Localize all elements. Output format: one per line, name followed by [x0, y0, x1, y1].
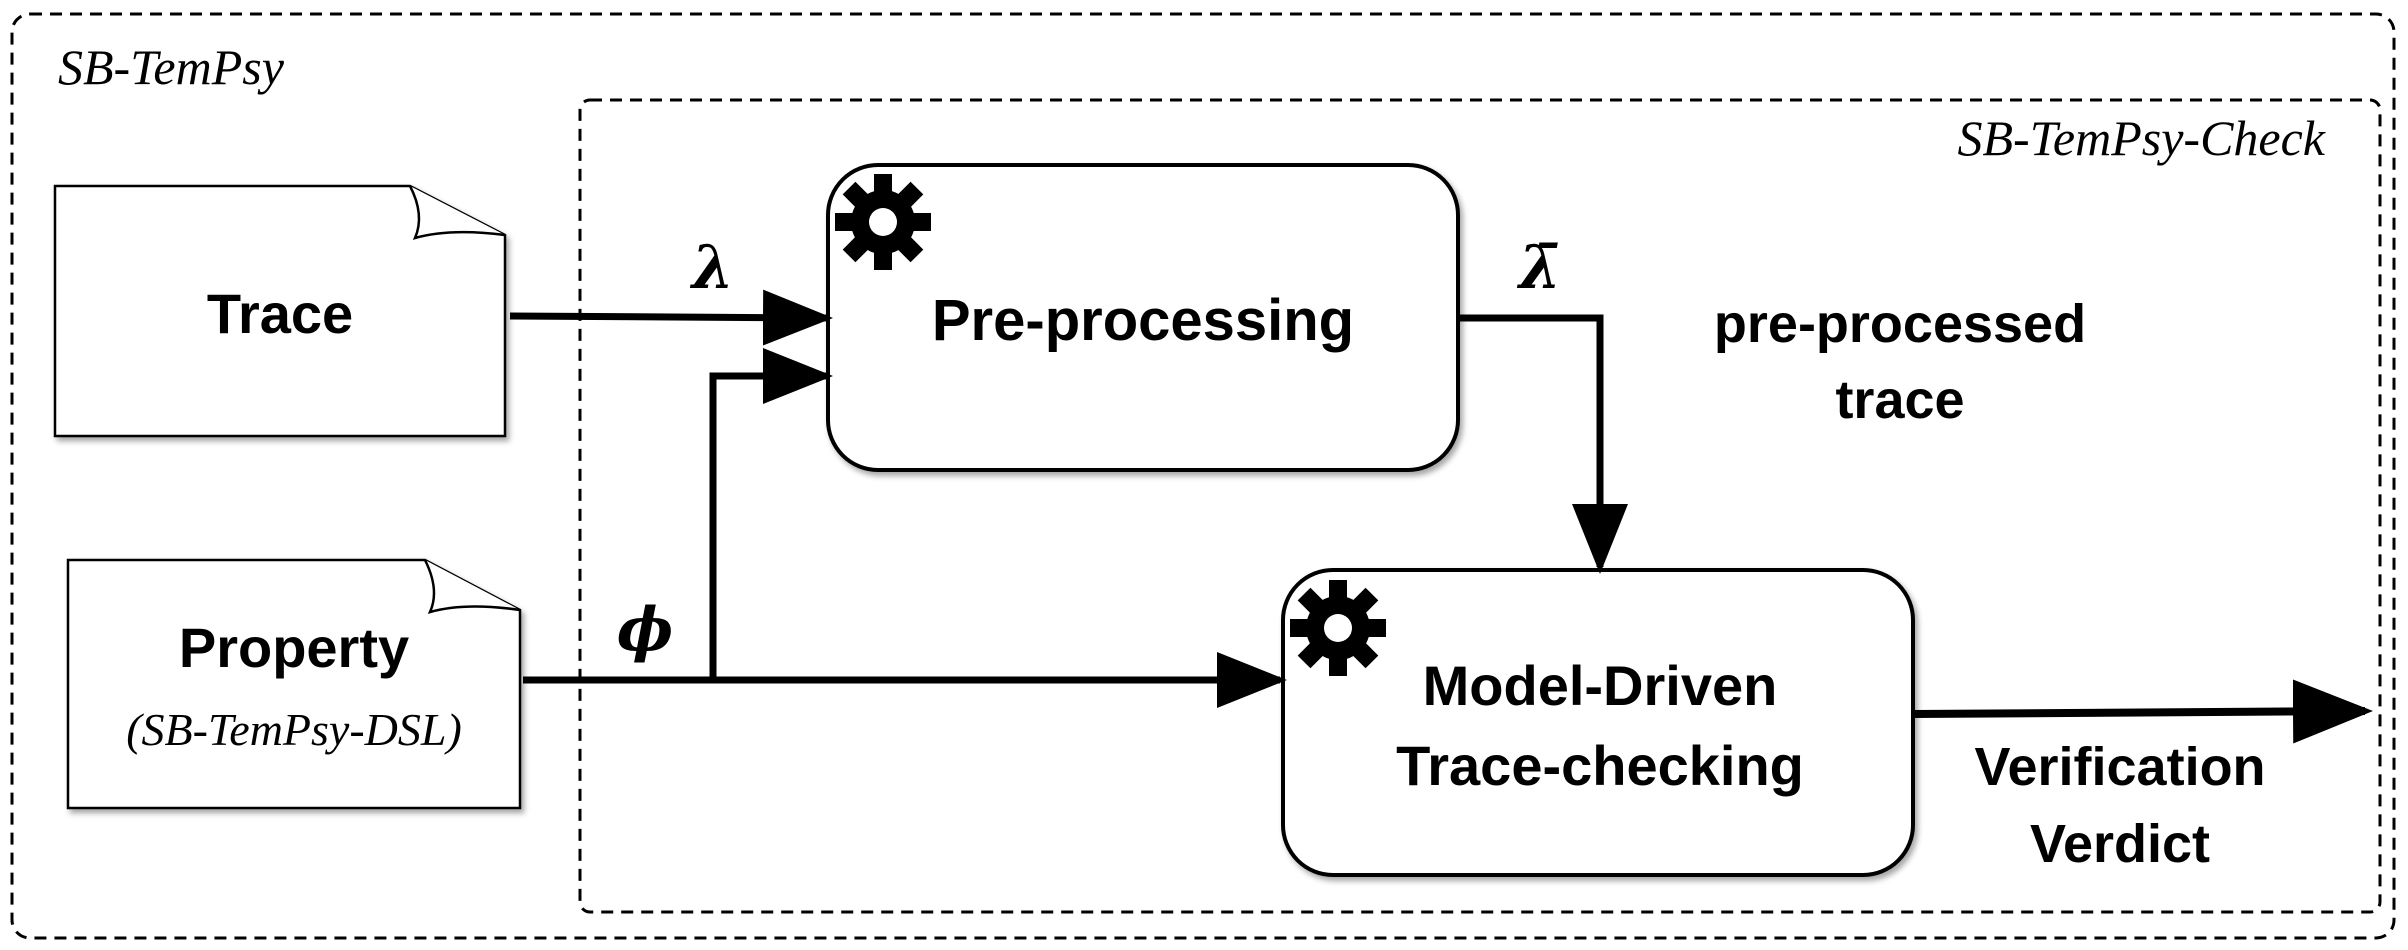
trace-to-preprocessing-arrow — [509, 289, 833, 346]
outer-frame — [10, 12, 2396, 940]
property-document — [66, 558, 522, 810]
outer-frame-title: SB-TemPsy — [58, 39, 285, 95]
phi-label: ϕ — [617, 595, 673, 665]
property-to-preprocessing-arrow — [709, 348, 833, 683]
trace-checking-label-line1: Model-Driven — [1423, 654, 1778, 717]
trace-checking-label-line2: Trace-checking — [1396, 734, 1804, 797]
gear-icon — [835, 174, 931, 270]
trace-checking-box — [1281, 568, 1915, 877]
gear-icon — [1290, 580, 1386, 676]
lambda-label: λ — [689, 233, 734, 303]
property-document-fold — [423, 559, 521, 614]
trace-document-fold — [408, 185, 506, 240]
preprocessed-trace-label-line1: pre-processed — [1714, 294, 2086, 354]
verdict-label-line2: Verdict — [2030, 814, 2210, 874]
preprocessed-trace-label-line2: trace — [1835, 370, 1964, 430]
trace-label: Trace — [207, 282, 353, 345]
inner-frame-title: SB-TemPsy-Check — [1958, 110, 2326, 166]
trace-document — [53, 184, 507, 438]
verdict-label-line1: Verification — [1974, 737, 2265, 797]
lambda-bar-label: λ̄ — [1516, 233, 1561, 303]
inner-frame — [578, 98, 2382, 914]
preprocessing-label: Pre-processing — [932, 288, 1354, 353]
preprocessing-to-trace-checking-arrow — [1458, 314, 1628, 574]
property-sublabel: (SB-TemPsy-DSL) — [126, 704, 462, 755]
property-label: Property — [179, 616, 409, 679]
verdict-arrow — [1912, 679, 2373, 744]
